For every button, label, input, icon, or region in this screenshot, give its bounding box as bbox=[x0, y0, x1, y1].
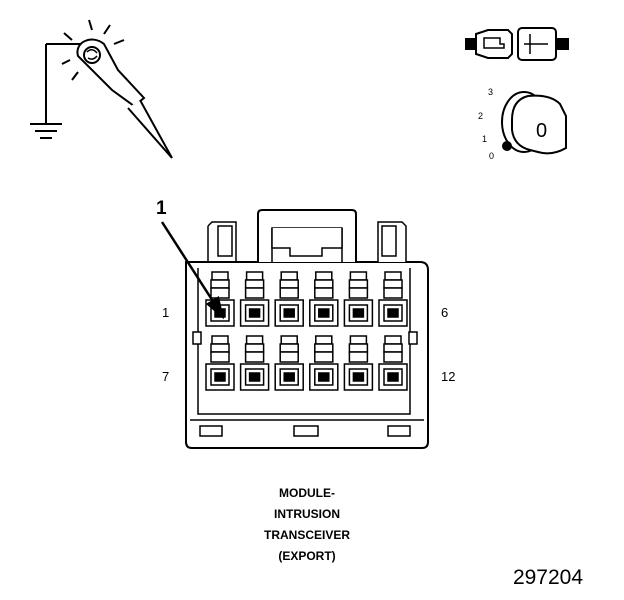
terminal-cavities bbox=[205, 271, 408, 391]
ignition-key-icon bbox=[501, 91, 567, 155]
terminal-cavity bbox=[343, 335, 374, 391]
component-title: MODULE- INTRUSION TRANSCEIVER (EXPORT) bbox=[210, 483, 404, 567]
terminal-cavity bbox=[378, 335, 408, 391]
title-line: MODULE- bbox=[279, 486, 335, 500]
pin-label-6: 6 bbox=[441, 305, 448, 320]
terminal-cavity bbox=[205, 335, 235, 391]
callout-arrow bbox=[160, 221, 225, 320]
key-position-2: 2 bbox=[478, 111, 483, 121]
key-face-label: 0 bbox=[536, 120, 547, 142]
pin-label-7: 7 bbox=[162, 369, 169, 384]
key-position-0: 0 bbox=[489, 151, 494, 161]
callout-number: 1 bbox=[156, 198, 167, 219]
test-lamp-icon bbox=[30, 19, 173, 159]
title-line: TRANSCEIVER bbox=[263, 528, 350, 542]
key-position-1: 1 bbox=[482, 134, 487, 144]
title-line: INTRUSION bbox=[274, 507, 340, 521]
terminal-cavity bbox=[309, 335, 339, 391]
terminal-cavity bbox=[239, 271, 270, 327]
title-line: (EXPORT) bbox=[278, 549, 336, 563]
figure-number: 297204 bbox=[512, 566, 584, 589]
pin-label-12: 12 bbox=[441, 369, 455, 384]
terminal-cavity bbox=[378, 271, 408, 327]
key-position-3: 3 bbox=[488, 87, 493, 97]
terminal-connector-icon bbox=[465, 27, 569, 61]
terminal-cavity bbox=[274, 271, 304, 327]
terminal-cavity bbox=[309, 271, 339, 327]
connector-housing bbox=[185, 209, 429, 449]
terminal-cavity bbox=[239, 335, 270, 391]
terminal-cavity bbox=[274, 335, 304, 391]
terminal-cavity bbox=[343, 271, 374, 327]
pin-label-1: 1 bbox=[162, 305, 169, 320]
